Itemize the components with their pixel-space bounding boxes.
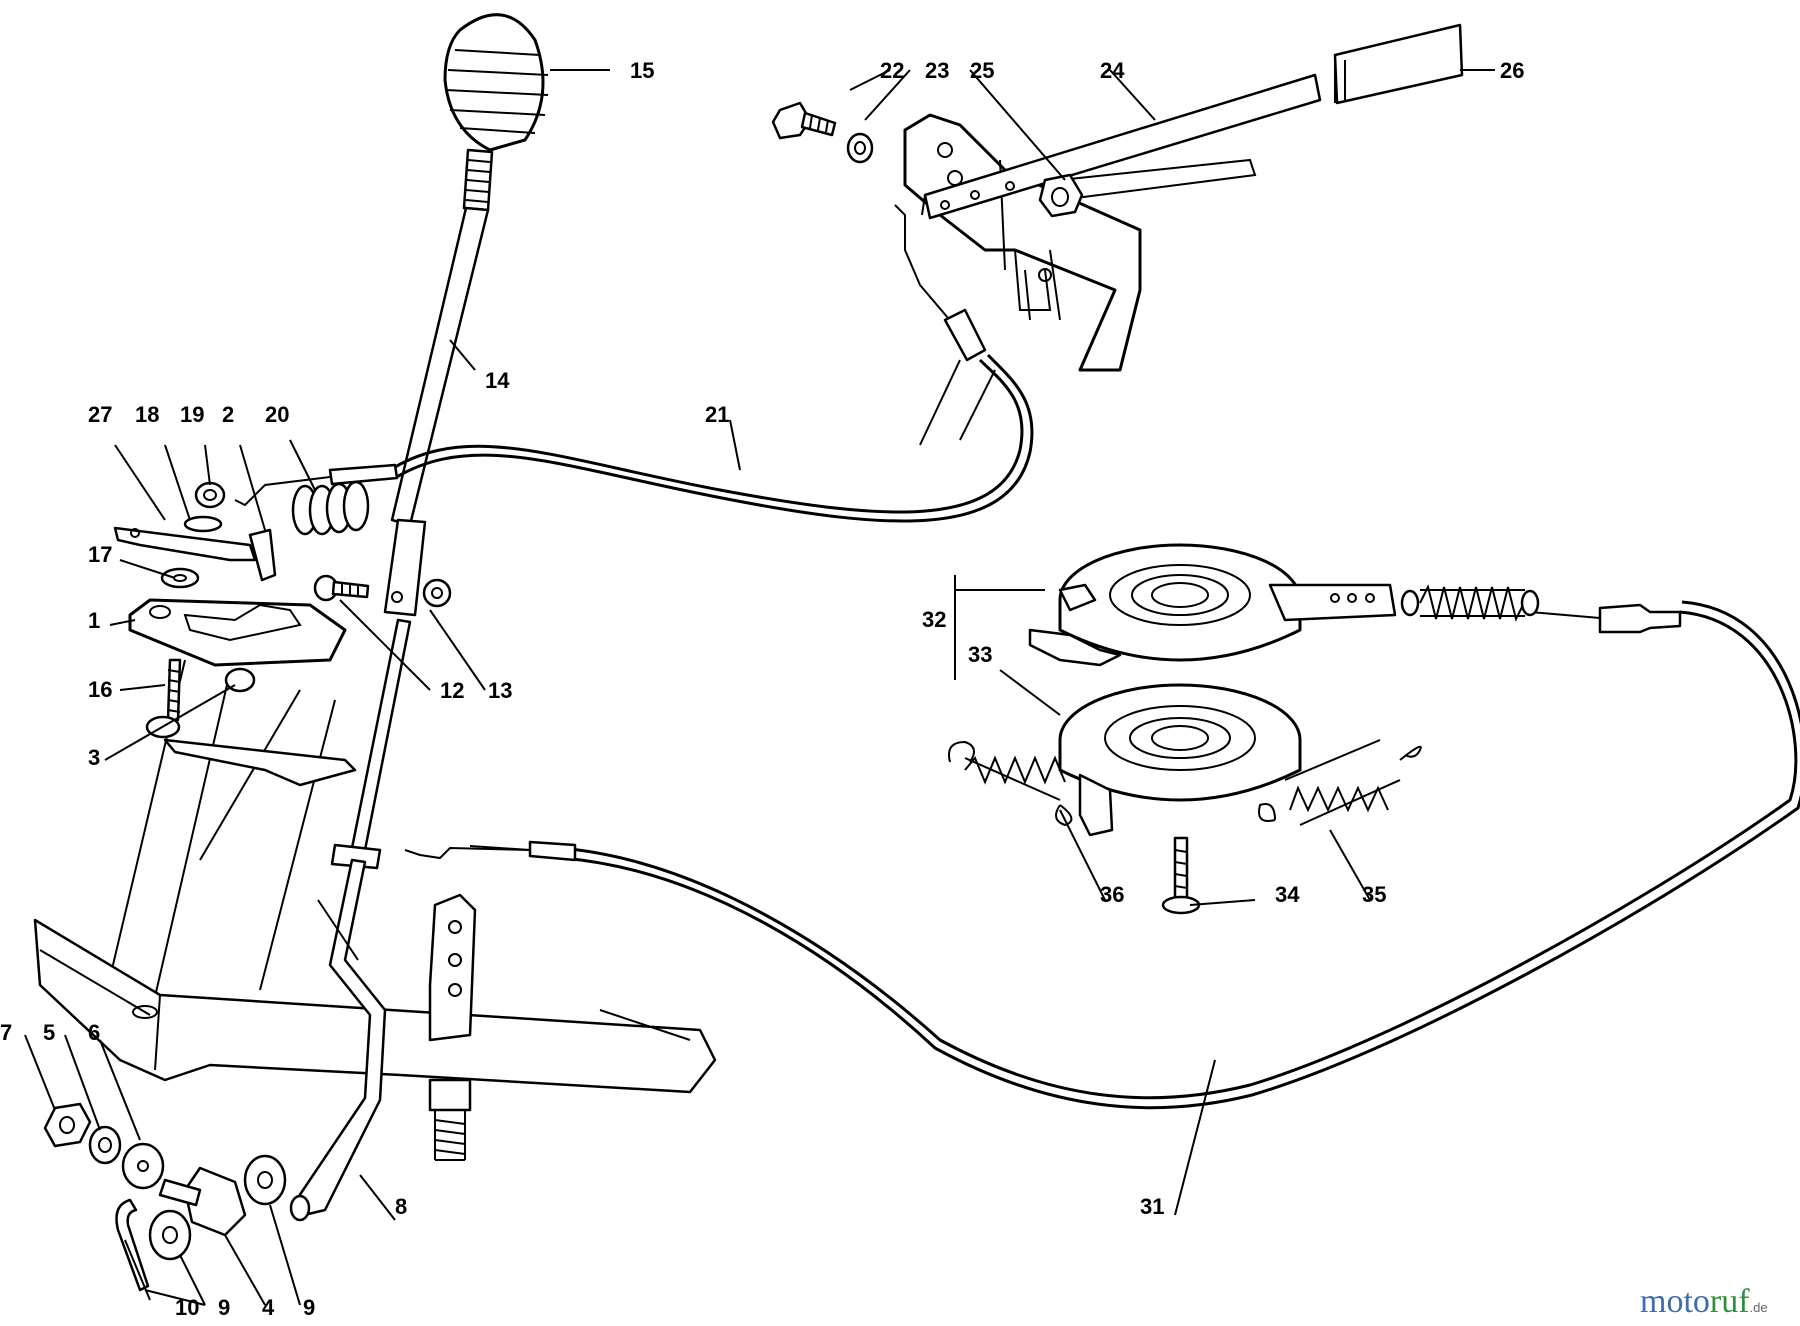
- callout-21: 21: [705, 402, 729, 427]
- callout-32: 32: [922, 607, 946, 632]
- cable-21: [234, 204, 1034, 523]
- callout-23: 23: [925, 58, 949, 83]
- callout-labels: 15 22 23 25 24 26 14 21 27 18 19 2 20 17…: [0, 58, 1524, 1320]
- callout-25: 25: [970, 58, 994, 83]
- callout-7: 7: [0, 1020, 12, 1045]
- callout-31: 31: [1140, 1194, 1164, 1219]
- callout-15: 15: [630, 58, 654, 83]
- bracket-assembly: [113, 481, 347, 739]
- callout-13: 13: [488, 678, 512, 703]
- callout-22: 22: [880, 58, 904, 83]
- control-lever: [289, 13, 549, 1222]
- callout-34: 34: [1275, 882, 1300, 907]
- callout-33: 33: [968, 642, 992, 667]
- callout-35: 35: [1362, 882, 1386, 907]
- watermark-suffix: .de: [1750, 1300, 1768, 1315]
- clutch-assembly: [1028, 543, 1540, 915]
- spring-20: [291, 480, 370, 536]
- callout-4: 4: [262, 1295, 275, 1320]
- svg-text:motoruf.de: motoruf.de: [1640, 1283, 1768, 1320]
- callout-3: 3: [88, 745, 100, 770]
- springs-35-36: [948, 739, 1422, 827]
- callout-6: 6: [88, 1020, 100, 1045]
- watermark-part1: moto: [1640, 1283, 1710, 1320]
- callout-12: 12: [440, 678, 464, 703]
- callout-9b: 9: [303, 1295, 315, 1320]
- callout-36: 36: [1100, 882, 1124, 907]
- callout-1: 1: [88, 608, 100, 633]
- callout-18: 18: [135, 402, 159, 427]
- callout-27: 27: [88, 402, 112, 427]
- callout-10: 10: [175, 1295, 199, 1320]
- chassis-frame: [33, 659, 717, 1161]
- watermark-part2: ruf: [1710, 1283, 1750, 1320]
- callout-20: 20: [265, 402, 289, 427]
- callout-5: 5: [43, 1020, 55, 1045]
- callout-8: 8: [395, 1194, 407, 1219]
- callout-26: 26: [1500, 58, 1524, 83]
- top-right-bracket: [771, 23, 1464, 446]
- small-parts-bottom-left: [43, 1102, 287, 1301]
- watermark-logo: motoruf.de: [1640, 1283, 1768, 1320]
- callout-16: 16: [88, 677, 112, 702]
- callout-14: 14: [485, 368, 510, 393]
- callout-17: 17: [88, 542, 112, 567]
- callout-19: 19: [180, 402, 204, 427]
- callout-2: 2: [222, 402, 234, 427]
- cable-31: [404, 600, 1800, 1110]
- callout-9a: 9: [218, 1295, 230, 1320]
- bolt-and-nut-12-13: [313, 574, 452, 608]
- leader-lines: [24, 69, 1495, 1306]
- callout-24: 24: [1100, 58, 1125, 83]
